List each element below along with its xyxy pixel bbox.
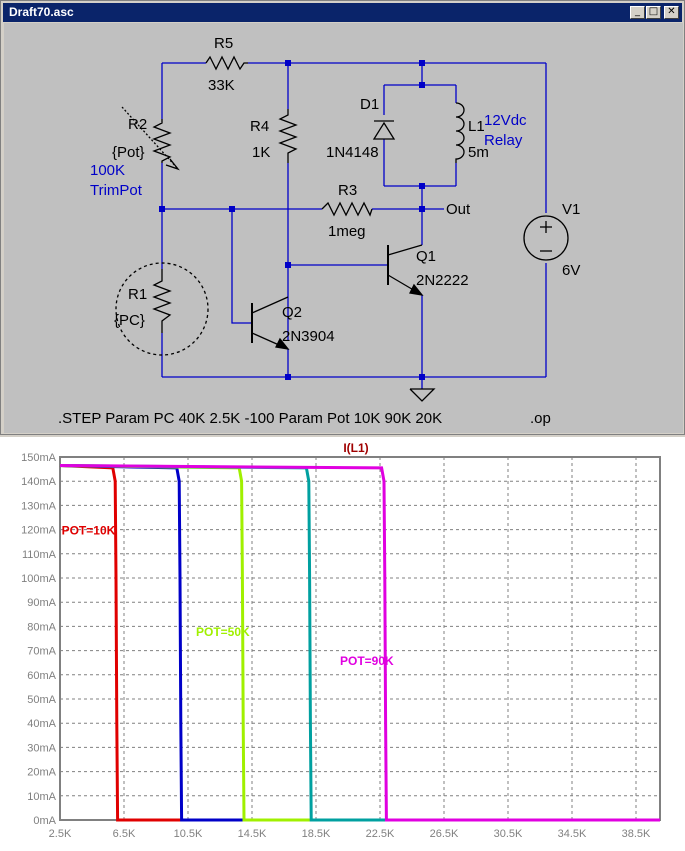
r4-name: R4 xyxy=(250,118,269,135)
v1-name: V1 xyxy=(562,201,580,218)
y-tick-label: 50mA xyxy=(27,694,56,706)
y-tick-label: 10mA xyxy=(27,791,56,803)
r2-note1: 100K xyxy=(90,162,125,179)
r2-note2: TrimPot xyxy=(90,182,143,199)
r1-value: {PC} xyxy=(114,312,145,329)
series-label: POT=90K xyxy=(340,654,394,668)
window-title: Draft70.asc xyxy=(9,5,74,19)
q1-name: Q1 xyxy=(416,248,436,265)
x-tick-label: 10.5K xyxy=(174,828,203,840)
y-tick-label: 20mA xyxy=(27,767,56,779)
y-tick-label: 150mA xyxy=(21,452,57,464)
q2-value: 2N3904 xyxy=(282,328,335,345)
plot-grid xyxy=(59,456,661,821)
l1-name: L1 xyxy=(468,118,485,135)
title-bar[interactable]: Draft70.asc _ □ ✕ xyxy=(3,3,682,22)
y-tick-label: 100mA xyxy=(21,573,57,585)
wires xyxy=(161,62,547,389)
l1-note2: Relay xyxy=(484,132,523,149)
y-tick-label: 30mA xyxy=(27,742,56,754)
op-directive[interactable]: .op xyxy=(530,410,551,427)
d1-name: D1 xyxy=(360,96,379,113)
plot-series xyxy=(59,464,660,822)
series-label: POT=10K xyxy=(62,523,116,537)
y-tick-label: 140mA xyxy=(21,476,57,488)
y-tick-label: 40mA xyxy=(27,718,56,730)
y-tick-label: 0mA xyxy=(33,815,56,827)
plot-series-labels: POT=10K POT=50K POT=90K xyxy=(62,523,394,668)
x-tick-label: 22.5K xyxy=(366,828,395,840)
minimize-button[interactable]: _ xyxy=(630,6,645,19)
d1-value: 1N4148 xyxy=(326,144,379,161)
schematic-window: Draft70.asc _ □ ✕ xyxy=(0,0,685,435)
x-tick-label: 2.5K xyxy=(49,828,72,840)
waveform-window[interactable]: I(L1) 0mA 10mA 20mA 30mA 40mA 50mA 60mA 70mA 80m… xyxy=(0,437,685,851)
y-tick-label: 130mA xyxy=(21,500,57,512)
q2-name: Q2 xyxy=(282,304,302,321)
r2-name: R2 xyxy=(128,116,147,133)
schematic-canvas[interactable]: R5 33K R2 {Pot} 100K TrimPot R4 1K D1 1N… xyxy=(4,23,683,433)
r3-value: 1meg xyxy=(328,223,366,240)
plot-frame xyxy=(59,456,661,821)
r4-value: 1K xyxy=(252,144,270,161)
y-tick-label: 70mA xyxy=(27,646,56,658)
y-tick-label: 110mA xyxy=(22,549,57,561)
l1-value: 5m xyxy=(468,144,489,161)
plot-title: I(L1) xyxy=(343,441,368,455)
y-tick-label: 120mA xyxy=(21,525,57,537)
x-tick-label: 34.5K xyxy=(558,828,587,840)
r5-value: 33K xyxy=(208,77,235,94)
x-tick-label: 30.5K xyxy=(494,828,523,840)
r5-name: R5 xyxy=(214,35,233,52)
out-label: Out xyxy=(446,201,471,218)
v1-value: 6V xyxy=(562,262,580,279)
x-tick-label: 18.5K xyxy=(302,828,331,840)
y-tick-label: 90mA xyxy=(27,597,56,609)
x-tick-label: 14.5K xyxy=(238,828,267,840)
x-tick-label: 6.5K xyxy=(113,828,136,840)
series-line xyxy=(59,464,660,822)
components xyxy=(115,55,569,402)
r1-name: R1 xyxy=(128,286,147,303)
step-directive[interactable]: .STEP Param PC 40K 2.5K -100 Param Pot 1… xyxy=(58,410,442,427)
r2-value: {Pot} xyxy=(112,144,145,161)
waveform-plot: I(L1) 0mA 10mA 20mA 30mA 40mA 50mA 60mA 70mA 80m… xyxy=(21,441,661,840)
x-tick-label: 26.5K xyxy=(430,828,459,840)
junctions xyxy=(159,60,425,380)
y-tick-label: 80mA xyxy=(27,621,56,633)
x-tick-label: 38.5K xyxy=(622,828,651,840)
l1-note1: 12Vdc xyxy=(484,112,527,129)
q1-value: 2N2222 xyxy=(416,272,469,289)
plot-axes: 0mA 10mA 20mA 30mA 40mA 50mA 60mA 70mA 80mA 90mA 1… xyxy=(21,452,651,840)
maximize-button[interactable]: □ xyxy=(646,6,661,19)
r3-name: R3 xyxy=(338,182,357,199)
close-button[interactable]: ✕ xyxy=(664,6,679,19)
y-tick-label: 60mA xyxy=(27,670,56,682)
series-label: POT=50K xyxy=(196,625,250,639)
labels: R5 33K R2 {Pot} 100K TrimPot R4 1K D1 1N… xyxy=(58,35,580,427)
schematic-svg: R5 33K R2 {Pot} 100K TrimPot R4 1K D1 1N… xyxy=(58,35,580,427)
